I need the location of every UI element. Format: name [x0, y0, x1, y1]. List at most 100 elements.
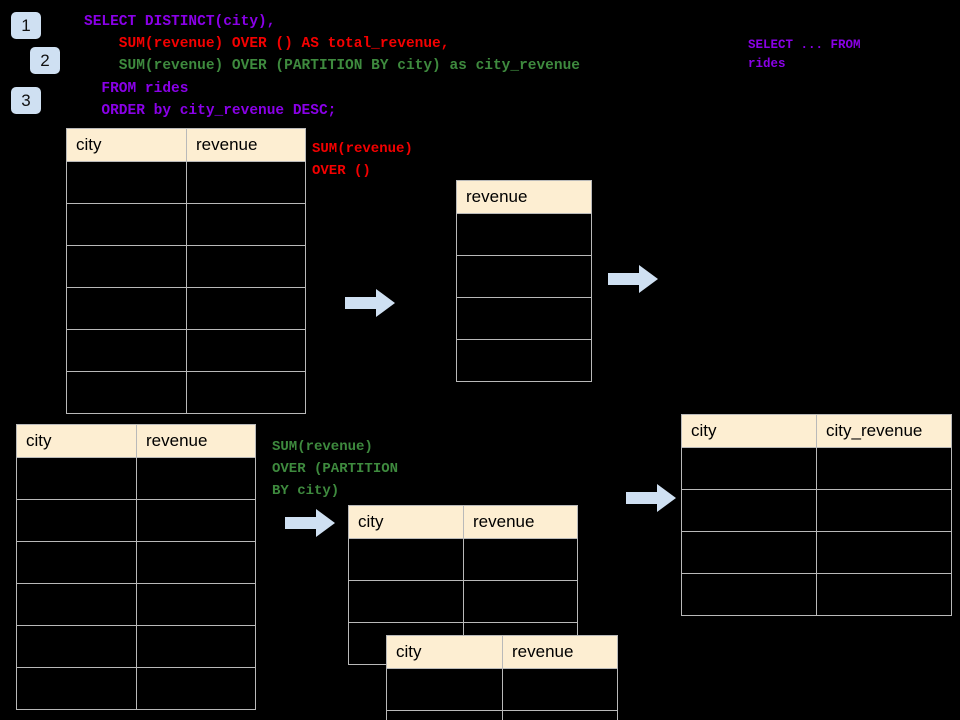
sql-line-order-by: ORDER by city_revenue DESC;: [84, 103, 337, 119]
city-revenue-annotation: SUM(revenue) OVER (PARTITION BY city): [272, 439, 399, 499]
cell-city: [681, 447, 817, 490]
table-row: [348, 538, 578, 581]
arrow-rides-to-partition-icon: [285, 509, 335, 537]
cell-revenue: [186, 329, 306, 372]
arrow-total-to-result-icon: [608, 265, 658, 293]
cell-city-revenue: [816, 489, 952, 532]
cell-revenue: [502, 710, 618, 720]
table-row: [681, 447, 952, 490]
cell-city: [66, 161, 187, 204]
table-row: [66, 287, 306, 330]
table-header-row: city revenue: [66, 128, 306, 162]
cell-revenue: [136, 583, 256, 626]
table-partition-front: city revenue: [386, 635, 618, 720]
cell-city: [66, 287, 187, 330]
table-header-row: city revenue: [348, 505, 578, 539]
table-row: [16, 625, 256, 668]
table-row: [681, 573, 952, 616]
cell-revenue: [186, 371, 306, 414]
cell-city: [681, 531, 817, 574]
column-header-city: city: [348, 505, 464, 539]
step-badge-3: 3: [11, 87, 41, 114]
arrow-partition-to-result-icon: [626, 484, 676, 512]
column-header-city: city: [386, 635, 503, 669]
cell-revenue: [463, 580, 578, 623]
cell-city: [681, 489, 817, 532]
column-header-city: city: [16, 424, 137, 458]
arrow-rides-to-total-icon: [345, 289, 395, 317]
cell-city: [386, 668, 503, 711]
cell-city: [66, 245, 187, 288]
table-row: [386, 668, 618, 711]
cell-revenue: [136, 541, 256, 584]
cell-revenue: [456, 339, 592, 382]
table-row: [16, 541, 256, 584]
cell-revenue: [186, 161, 306, 204]
cell-revenue: [136, 625, 256, 668]
cell-revenue: [136, 499, 256, 542]
table-row: [66, 245, 306, 288]
table-row: [348, 580, 578, 623]
cell-city: [348, 538, 464, 581]
column-header-revenue: revenue: [186, 128, 306, 162]
sql-line-select: SELECT DISTINCT(city),: [84, 14, 276, 30]
column-header-city-revenue: city_revenue: [816, 414, 952, 448]
cell-city: [16, 541, 137, 584]
cell-city: [16, 583, 137, 626]
cell-city: [66, 371, 187, 414]
column-header-revenue: revenue: [136, 424, 256, 458]
table-header-row: city revenue: [16, 424, 256, 458]
source-note-label: SELECT ... FROM rides: [748, 38, 861, 71]
table-rides-bottom: city revenue: [16, 424, 256, 710]
column-header-revenue: revenue: [463, 505, 578, 539]
cell-revenue: [136, 457, 256, 500]
column-header-revenue: revenue: [456, 180, 592, 214]
total-revenue-annotation: SUM(revenue) OVER (): [312, 141, 413, 179]
cell-city: [348, 580, 464, 623]
cell-city-revenue: [816, 573, 952, 616]
table-row: [681, 489, 952, 532]
table-row: [66, 371, 306, 414]
table-row: [16, 457, 256, 500]
cell-revenue: [186, 287, 306, 330]
step-badge-2: 2: [30, 47, 60, 74]
column-header-city: city: [66, 128, 187, 162]
table-row: [16, 583, 256, 626]
cell-revenue: [456, 297, 592, 340]
column-header-city: city: [681, 414, 817, 448]
cell-city-revenue: [816, 531, 952, 574]
cell-city: [16, 457, 137, 500]
sql-line-city-revenue: SUM(revenue) OVER (PARTITION BY city) as…: [84, 58, 580, 74]
cell-revenue: [463, 538, 578, 581]
step-badge-1: 1: [11, 12, 41, 39]
cell-city: [66, 203, 187, 246]
cell-city: [16, 667, 137, 710]
table-row: [16, 499, 256, 542]
table-header-row: revenue: [456, 180, 592, 214]
table-header-row: city city_revenue: [681, 414, 952, 448]
table-row: [456, 213, 592, 256]
cell-city: [681, 573, 817, 616]
cell-revenue: [186, 245, 306, 288]
table-row: [16, 667, 256, 710]
cell-city: [16, 625, 137, 668]
table-row: [456, 297, 592, 340]
table-result: city city_revenue: [681, 414, 952, 616]
cell-city: [386, 710, 503, 720]
cell-revenue: [456, 213, 592, 256]
table-header-row: city revenue: [386, 635, 618, 669]
sql-line-from: FROM rides: [84, 81, 189, 97]
table-row: [66, 203, 306, 246]
table-row: [386, 710, 618, 720]
table-row: [456, 339, 592, 382]
table-total-revenue: revenue: [456, 180, 592, 382]
table-rides-top: city revenue: [66, 128, 306, 414]
cell-revenue: [136, 667, 256, 710]
table-row: [66, 329, 306, 372]
table-row: [681, 531, 952, 574]
cell-city-revenue: [816, 447, 952, 490]
cell-revenue: [502, 668, 618, 711]
sql-line-total-revenue: SUM(revenue) OVER () AS total_revenue,: [84, 36, 450, 52]
table-row: [456, 255, 592, 298]
